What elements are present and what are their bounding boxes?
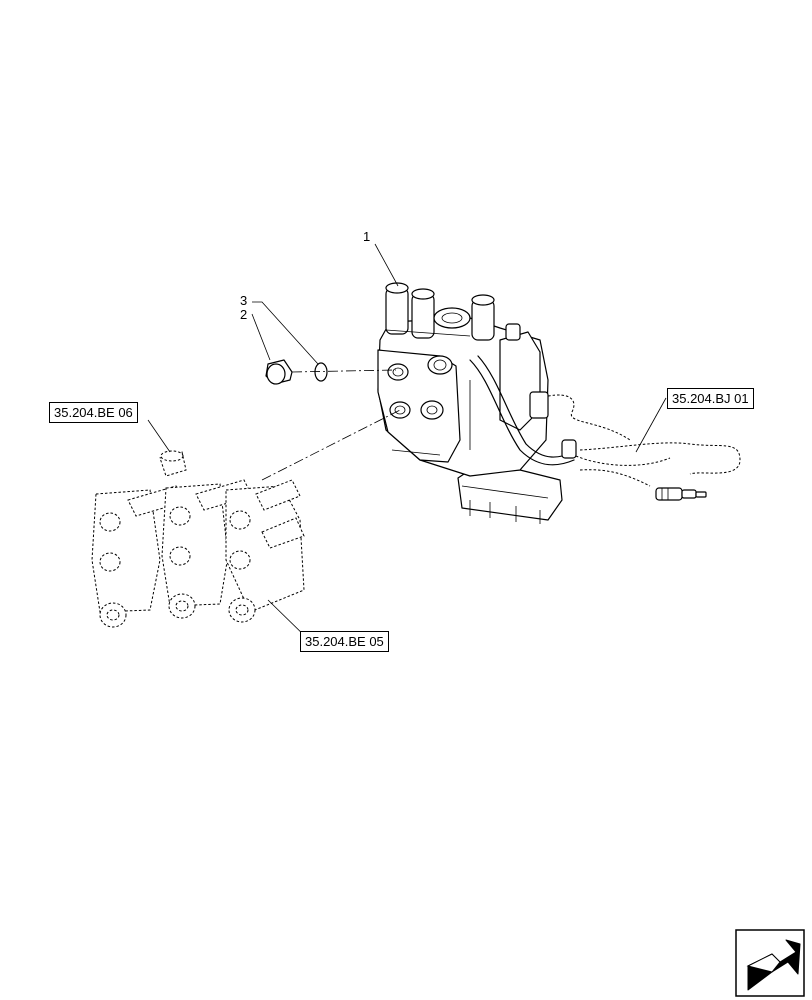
reference-box-be05[interactable]: 35.204.BE 05 [300, 631, 389, 652]
plug-part [265, 359, 293, 385]
leader-item-1 [374, 243, 399, 287]
o-ring-part [314, 362, 328, 382]
callout-item-3: 3 [240, 293, 248, 308]
callout-item-2: 2 [240, 307, 248, 322]
leader-bj01 [635, 397, 667, 453]
reference-box-be06[interactable]: 35.204.BE 06 [49, 402, 138, 423]
ghost-valve-sections [91, 450, 305, 628]
next-page-arrow-icon[interactable] [735, 929, 805, 997]
control-valve-assembly [377, 282, 577, 524]
leader-item-3 [252, 301, 319, 365]
leader-be06 [147, 419, 171, 453]
callout-item-1: 1 [363, 229, 371, 244]
leader-item-2 [251, 313, 271, 361]
wiring-harness [547, 394, 741, 501]
reference-box-bj01[interactable]: 35.204.BJ 01 [667, 388, 754, 409]
harness-plug-connector [655, 487, 707, 501]
